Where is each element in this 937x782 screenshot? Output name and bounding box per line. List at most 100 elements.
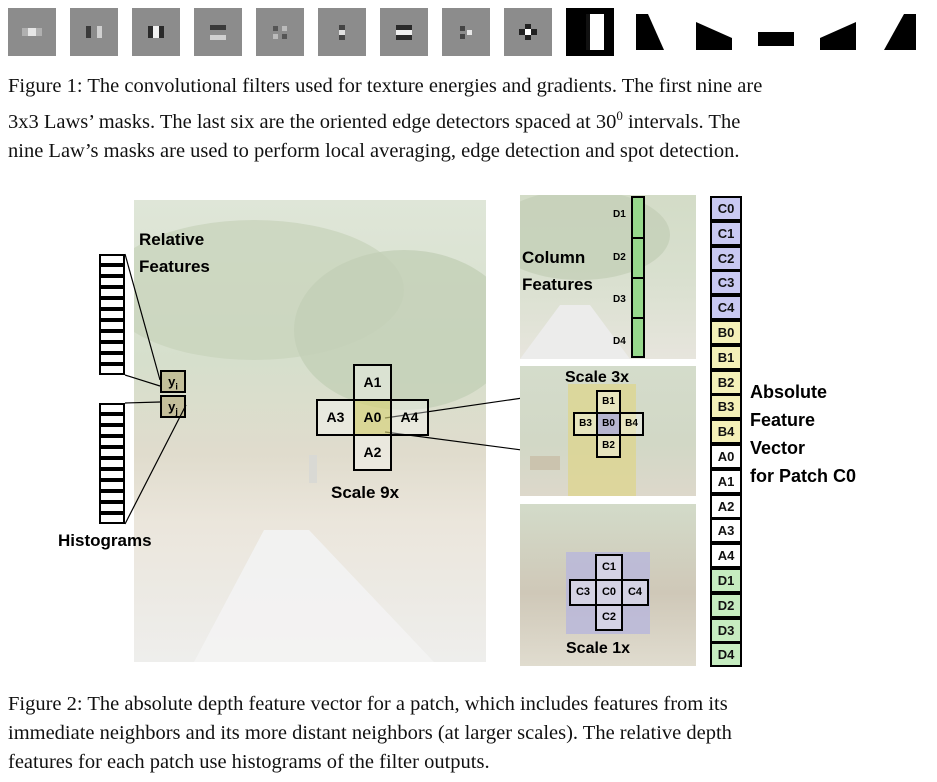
laws-mask-9 <box>504 8 552 56</box>
scale1-photo <box>520 504 696 666</box>
edge-detector-0 <box>566 8 614 56</box>
feature-vector-cell: B0 <box>710 320 742 345</box>
absolute-vector-label: Absolute Feature Vector for Patch C0 <box>750 378 856 490</box>
scale3-bottom: B2 <box>596 434 621 458</box>
column-d3: D3 <box>613 294 626 305</box>
feature-vector-cell: B3 <box>710 394 742 420</box>
feature-vector-cell: C4 <box>710 295 742 321</box>
histogram-bin <box>99 403 125 414</box>
scale1-left: C3 <box>569 579 597 606</box>
figure-2: Relative Features Histograms yi yj <box>0 190 937 680</box>
histogram-bin <box>99 513 125 524</box>
histogram-bin <box>99 265 125 276</box>
scale1-center: C0 <box>595 579 623 606</box>
label-line: for Patch C0 <box>750 466 857 486</box>
laws-mask-7 <box>380 8 428 56</box>
filter-strip <box>8 8 933 56</box>
caption-text: 3x3 Laws’ masks. The last six are the or… <box>8 110 617 133</box>
scale1-right: C4 <box>621 579 649 606</box>
feature-vector-cell: A1 <box>710 468 742 494</box>
label-line: Column <box>522 248 586 267</box>
laws-mask-8 <box>442 8 490 56</box>
caption-line: features for each patch use histograms o… <box>8 751 490 773</box>
scale3-top: B1 <box>596 390 621 414</box>
histogram-bin <box>99 502 125 513</box>
feature-vector-cell: B1 <box>710 344 742 370</box>
histogram-bin <box>99 342 125 353</box>
histogram-bin <box>99 276 125 287</box>
histogram-bin <box>99 331 125 342</box>
relative-features-label: Relative Features <box>139 226 210 280</box>
edge-detector-90 <box>752 8 800 56</box>
patch-yj: yj <box>160 395 186 418</box>
park-photo <box>134 200 486 662</box>
scale9-bottom: A2 <box>353 434 392 471</box>
label-line: Features <box>139 257 210 276</box>
laws-mask-2 <box>70 8 118 56</box>
histogram-bin <box>99 320 125 331</box>
feature-vector-cell: C0 <box>710 196 742 221</box>
caption-text: intervals. The <box>622 110 741 133</box>
scale-9x-label: Scale 9x <box>331 483 400 502</box>
histogram-bin <box>99 298 125 309</box>
histogram-bin <box>99 447 125 458</box>
caption-line: 3x3 Laws’ masks. The last six are the or… <box>8 101 933 137</box>
histogram-bin <box>99 425 125 436</box>
edge-detector-30 <box>628 8 676 56</box>
scale-1x-label: Scale 1x <box>566 640 631 657</box>
column-d2: D2 <box>613 252 626 263</box>
histogram-bin <box>99 414 125 425</box>
label-line: Features <box>522 275 593 294</box>
histogram-bin <box>99 353 125 364</box>
scale9-right: A4 <box>390 399 429 436</box>
feature-vector-cell: C3 <box>710 270 742 296</box>
patch-yi-label: y <box>168 374 176 389</box>
caption-line: nine Law’s masks are used to perform loc… <box>8 139 740 162</box>
caption-line: immediate neighbors and its more distant… <box>8 722 732 744</box>
figure-2-caption: Figure 2: The absolute depth feature vec… <box>8 690 933 777</box>
laws-mask-6 <box>318 8 366 56</box>
scale9-center: A0 <box>353 399 392 436</box>
histogram-bin <box>99 254 125 265</box>
histogram-bin <box>99 469 125 480</box>
scale1-top: C1 <box>595 554 623 581</box>
laws-mask-5 <box>256 8 304 56</box>
edge-detector-150 <box>876 8 924 56</box>
scale9-top: A1 <box>353 364 392 401</box>
scale-3x-label: Scale 3x <box>565 369 630 386</box>
edge-detector-60 <box>690 8 738 56</box>
caption-superscript: 0 <box>616 108 623 123</box>
patch-yi-subscript: i <box>175 381 178 392</box>
feature-vector-cell: C1 <box>710 220 742 246</box>
laws-mask-4 <box>194 8 242 56</box>
laws-mask-1 <box>8 8 56 56</box>
histogram-bin <box>99 491 125 502</box>
scale1-bottom: C2 <box>595 604 623 631</box>
laws-mask-3 <box>132 8 180 56</box>
scale3-right: B4 <box>619 412 644 436</box>
label-line: Vector <box>750 438 806 458</box>
caption-line: Figure 1: The convolutional filters used… <box>8 75 763 97</box>
column-divider <box>631 277 645 279</box>
feature-vector-cell: B2 <box>710 369 742 395</box>
edge-detector-120 <box>814 8 862 56</box>
scale3-center: B0 <box>596 412 621 436</box>
feature-vector-cell: D3 <box>710 617 742 643</box>
histogram-bin <box>99 364 125 375</box>
scale3-left: B3 <box>573 412 598 436</box>
patch-yi: yi <box>160 370 186 393</box>
label-line: Feature <box>750 410 816 430</box>
column-divider <box>631 317 645 319</box>
histogram-bin <box>99 458 125 469</box>
feature-vector-cell: A4 <box>710 543 742 569</box>
feature-vector-cell: D2 <box>710 592 742 618</box>
histograms-label: Histograms <box>58 531 152 550</box>
histogram-bin <box>99 436 125 447</box>
feature-vector-cell: C2 <box>710 245 742 271</box>
feature-vector-cell: B4 <box>710 419 742 445</box>
feature-vector-cell: A3 <box>710 518 742 544</box>
column-d4: D4 <box>613 336 626 347</box>
column-d1: D1 <box>613 209 626 220</box>
feature-vector-cell: A2 <box>710 493 742 519</box>
column-features-label: Column Features <box>522 244 593 298</box>
